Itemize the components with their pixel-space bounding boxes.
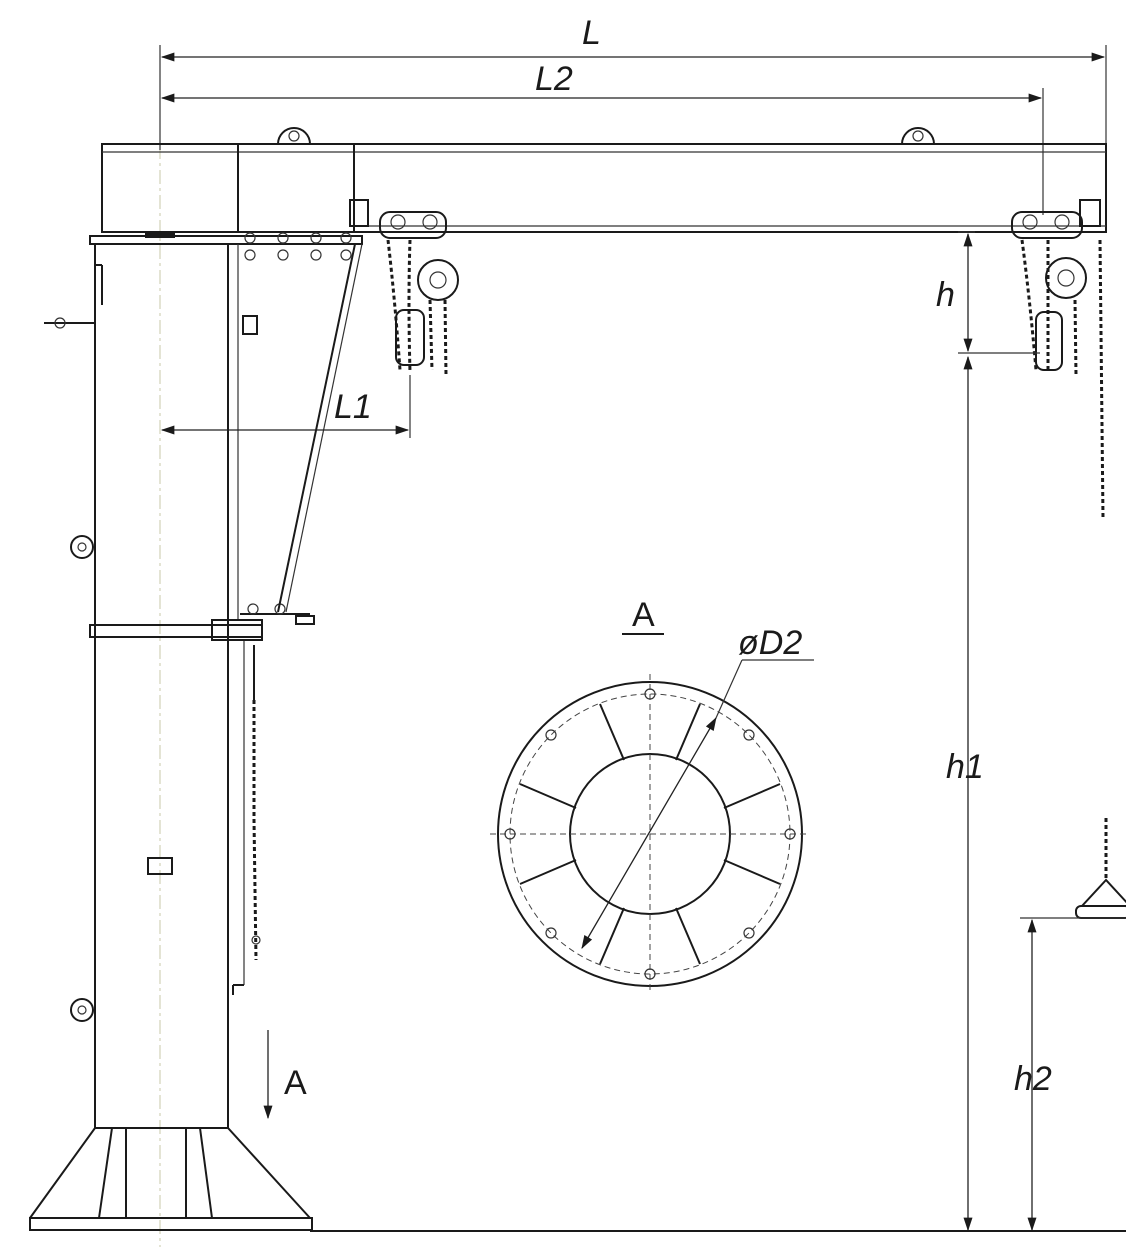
lifting-eye-left (277, 127, 311, 145)
jib-beam (101, 127, 1107, 233)
section-view-A: A øD2 (490, 596, 814, 994)
dimension-L1: L1 (160, 375, 411, 438)
label-h: h (936, 276, 955, 314)
view-arrow-label: A (284, 1064, 307, 1102)
label-h2: h2 (1014, 1060, 1052, 1098)
dimension-L2: L2 (160, 60, 1044, 215)
dimension-h: h (936, 231, 1040, 354)
diagonal-brace (277, 243, 363, 613)
label-L2: L2 (535, 60, 573, 98)
dimension-h2: h2 (1014, 917, 1126, 1232)
dimension-h1: h1 (946, 355, 984, 1232)
column (29, 232, 363, 1231)
chain-hoist-left (379, 211, 459, 376)
chain-hoist-right (1011, 211, 1105, 519)
section-label: A (632, 596, 655, 634)
view-arrow-A: A (263, 1030, 307, 1120)
lifting-eye-right (901, 127, 935, 145)
label-L: L (582, 14, 601, 52)
label-L1: L1 (334, 388, 372, 426)
label-diameter: øD2 (738, 624, 802, 662)
label-h1: h1 (946, 748, 984, 786)
dimension-L: L (159, 14, 1107, 150)
nameplate (147, 857, 173, 875)
load-hook (1075, 818, 1126, 919)
